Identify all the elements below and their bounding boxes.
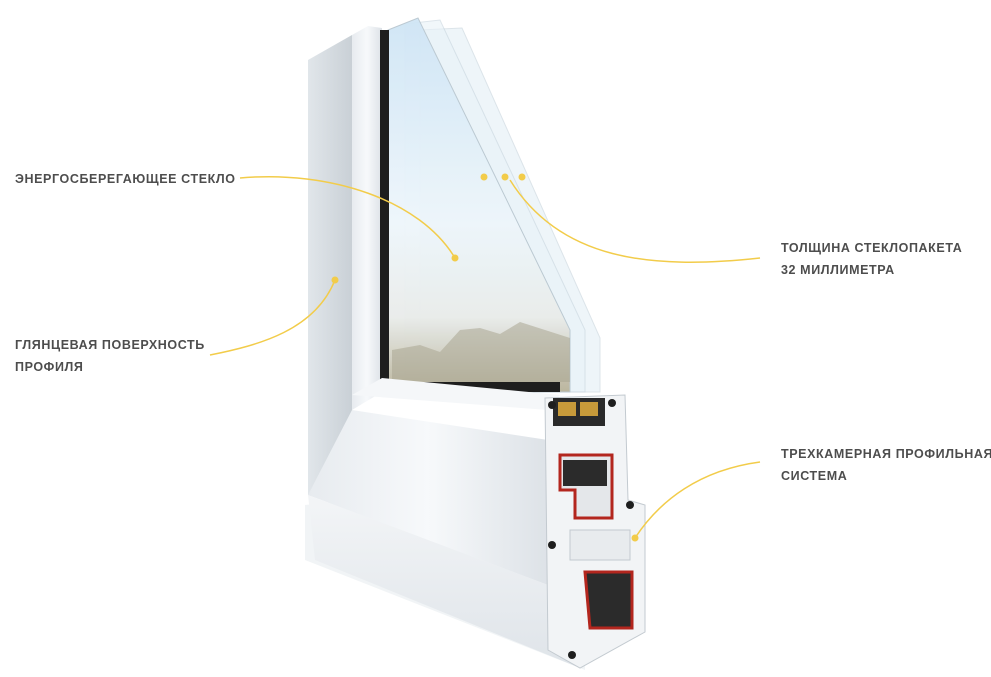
frame-horizontal-front <box>308 410 548 585</box>
callout-line-three-chamber <box>634 461 761 539</box>
profile-cross-section <box>544 394 646 669</box>
label-three-chamber-line2: система <box>781 469 848 483</box>
callout-dot-glass-thickness-3 <box>518 173 526 181</box>
callout-line-glossy-profile <box>209 279 336 356</box>
frame-horizontal-bottom <box>308 495 580 668</box>
label-three-chamber: Трехкамерная профильная система <box>781 443 991 487</box>
callout-line-glass-thickness <box>509 179 761 263</box>
label-glass-thickness: Толщина стеклопакета 32 миллиметра <box>781 237 962 281</box>
label-three-chamber-line1: Трехкамерная профильная <box>781 447 991 461</box>
label-glass-thickness-line2: 32 миллиметра <box>781 263 895 277</box>
frame-vertical-outer <box>308 35 352 510</box>
frame-horizontal-top-face <box>352 378 560 410</box>
glass-skyline-reflection <box>392 322 570 382</box>
label-glossy-profile-line1: Глянцевая поверхность <box>15 338 205 352</box>
callout-dot-glass-thickness-2 <box>501 173 509 181</box>
frame-vertical-front <box>352 26 382 410</box>
callout-dot-three-chamber <box>631 534 639 542</box>
label-energy-glass-line1: Энергосберегающее стекло <box>15 172 236 186</box>
label-energy-glass: Энергосберегающее стекло <box>15 168 236 190</box>
label-glossy-profile: Глянцевая поверхность профиля <box>15 334 205 378</box>
label-glossy-profile-line2: профиля <box>15 360 84 374</box>
callout-dot-glossy-profile <box>331 276 339 284</box>
callout-line-energy-glass <box>239 176 456 259</box>
callout-dot-energy-glass <box>451 254 459 262</box>
label-glass-thickness-line1: Толщина стеклопакета <box>781 241 963 255</box>
callout-dot-glass-thickness-1 <box>480 173 488 181</box>
